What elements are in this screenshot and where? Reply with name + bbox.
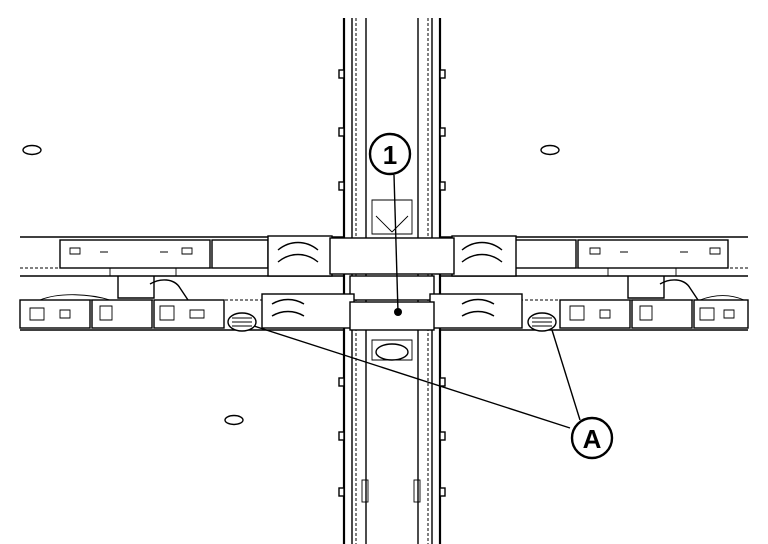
grommet-left [227, 312, 257, 332]
grommet-right [527, 312, 557, 332]
channel-tabs [338, 69, 446, 503]
mounting-holes [22, 144, 560, 426]
callout-1-label: 1 [383, 140, 397, 170]
central-junction-connector [261, 199, 523, 361]
horizontal-harness [19, 236, 749, 332]
callout-1: 1 [368, 132, 412, 176]
leader-lines [253, 174, 581, 429]
callout-a-label: A [583, 424, 602, 454]
callout-a: A [570, 416, 614, 460]
